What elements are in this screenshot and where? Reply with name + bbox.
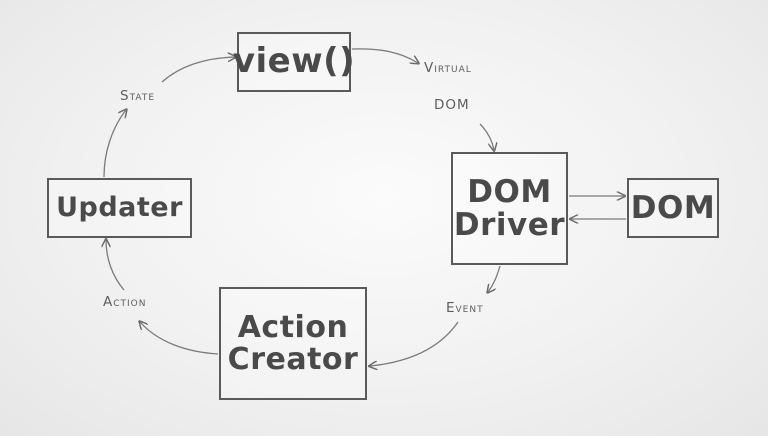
action-label: Action [103, 294, 147, 310]
dom-driver-node: DOM Driver [451, 152, 568, 265]
arrow-updater-to-state [103, 110, 126, 178]
action-creator-node: Action Creator [219, 287, 367, 400]
dom-node: DOM [627, 178, 719, 238]
event-label: Event [446, 300, 484, 316]
arrow-driver-to-event [488, 265, 501, 292]
state-label: State [120, 88, 156, 104]
view-node: view() [233, 32, 355, 92]
arrow-action-creator-to-action [140, 322, 219, 355]
updater-node: Updater [47, 178, 192, 238]
virtual-label: Virtual [424, 60, 472, 76]
arrow-state-to-view [161, 57, 235, 83]
virtual-dom-label: DOM [434, 97, 470, 113]
arrow-virtual-dom-to-driver [479, 123, 494, 150]
arrow-action-to-updater [106, 240, 125, 291]
arrow-view-to-virtual-dom [351, 48, 418, 63]
arrow-event-to-action-creator [370, 321, 459, 366]
